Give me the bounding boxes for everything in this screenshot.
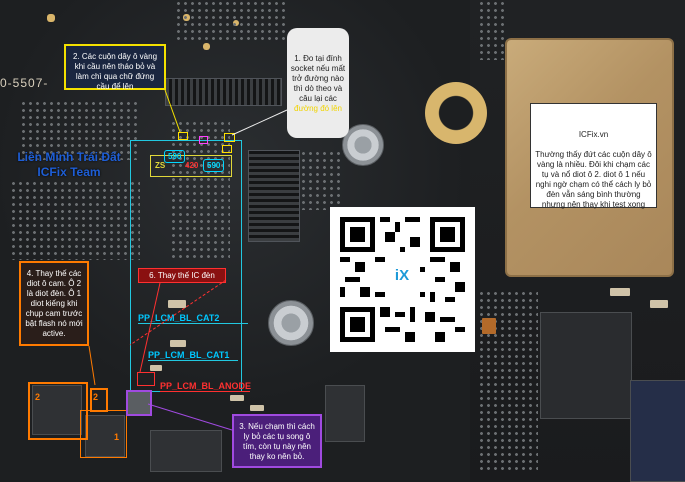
capacitor [230, 395, 244, 401]
capacitor [250, 405, 264, 411]
note-6: 6. Thay thế IC đèn [138, 268, 226, 283]
marker-1: 1 [114, 432, 120, 442]
coil-marker [224, 133, 235, 142]
trace-line [138, 323, 248, 324]
component-tag: ZS [155, 161, 166, 170]
watermark: Liên Minh Trái Đất ICFix Team [4, 150, 134, 180]
diode-box-2 [28, 382, 88, 440]
component-tag: 420 [185, 161, 199, 170]
ic-chip [325, 385, 365, 442]
display-socket [248, 150, 300, 242]
qr-pattern [330, 207, 475, 352]
netlabel-anode: PP_LCM_BL_ANODE [160, 381, 252, 391]
diode-box-1 [80, 410, 127, 458]
capacitor [168, 300, 186, 308]
ic-chip [85, 415, 125, 457]
note-icfix-title: ICFix.vn [578, 130, 609, 139]
note-2: 2. Các cuộn dây ô vàng khi cầu nên tháo … [64, 44, 166, 91]
note-icfix: ICFix.vn Thường thấy đứt các cuộn dây ô … [530, 103, 657, 209]
arrow-note1 [231, 109, 288, 136]
cap-box-purple [126, 390, 152, 416]
capacitor [650, 300, 668, 308]
component-tag: 590 [164, 150, 186, 163]
watermark-line1: Liên Minh Trái Đất [17, 150, 121, 164]
note-1-text: 1. Đo tại đính socket nếu mất trở đường … [290, 54, 346, 103]
qr-code: iX [330, 207, 475, 352]
netlabel-cat2: PP_LCM_BL_CAT2 [138, 313, 220, 323]
component-area [20, 100, 140, 160]
note-1-highlight: đường đó lên [294, 104, 342, 113]
capacitor [610, 288, 630, 296]
screw [342, 124, 384, 166]
arrow-note6b [129, 279, 227, 346]
arrow-note2 [164, 89, 181, 133]
trace-line [148, 360, 238, 361]
note-icfix-body: Thường thấy đứt các cuộn dây ô vàng là n… [535, 150, 652, 209]
component-area [10, 180, 140, 260]
screw [268, 300, 314, 346]
watermark-line2: ICFix Team [37, 165, 101, 179]
coil-marker [222, 145, 232, 153]
arrow-note4 [88, 345, 96, 386]
capacitor [150, 365, 162, 371]
led-ic-box [137, 372, 155, 386]
qr-logo: iX [394, 267, 410, 284]
cap-marker [199, 136, 208, 144]
gold-pad [203, 43, 210, 50]
diode-box-2b [90, 388, 108, 412]
coil-highlight [150, 155, 232, 177]
flex-connector [165, 78, 282, 106]
gold-pad [47, 14, 55, 22]
component-area [175, 0, 285, 40]
trace-line [160, 391, 250, 392]
ic-chip [150, 430, 222, 472]
arrow-note6 [139, 282, 161, 373]
note-3: 3. Nếu chạm thì cách ly bỏ các tụ song ô… [232, 414, 322, 468]
coil-marker [178, 132, 188, 140]
marker-2b: 2 [93, 392, 99, 402]
marker-2: 2 [35, 392, 41, 402]
capacitor [170, 340, 186, 347]
arrow-note3 [147, 403, 233, 431]
ic-chip [540, 312, 632, 419]
component-tag: 590 [203, 159, 225, 172]
component-area [478, 0, 508, 60]
ic-chip [630, 380, 685, 482]
note-1: 1. Đo tại đính socket nếu mất trở đường … [287, 28, 349, 138]
screw-hole-pad [425, 82, 487, 144]
silkscreen-text: 0-5507- [0, 76, 49, 90]
capacitor [482, 318, 496, 334]
netlabel-cat1: PP_LCM_BL_CAT1 [148, 350, 230, 360]
note-4: 4. Thay thế các diot ô cam. Ô 2 là diot … [19, 261, 89, 346]
component-area [300, 150, 340, 210]
